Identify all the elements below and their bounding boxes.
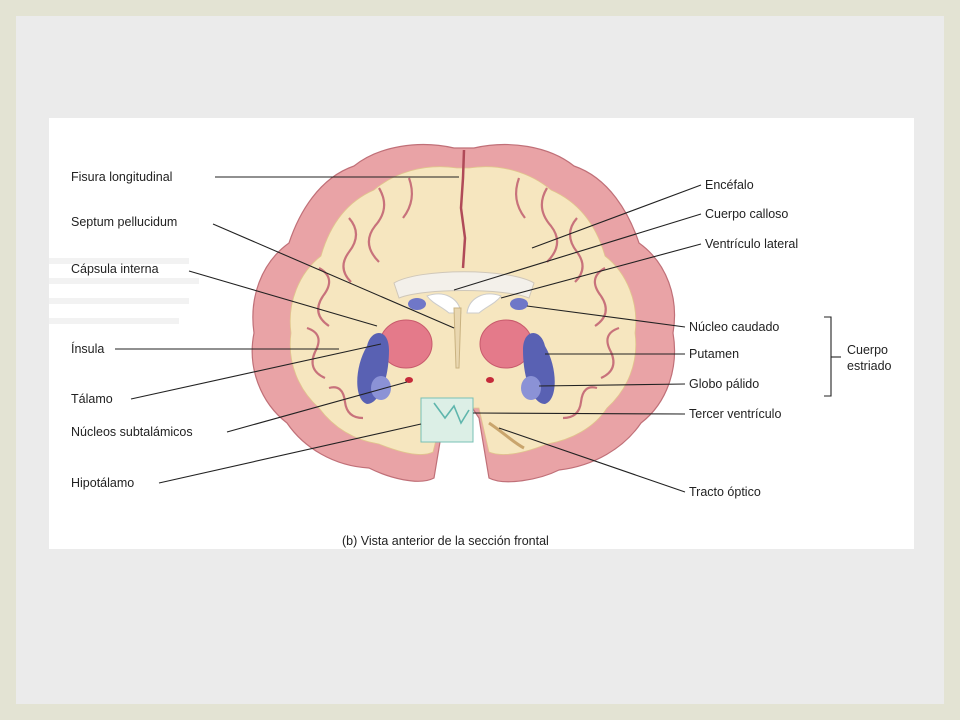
septum-pellucidum (453, 307, 462, 369)
figure-caption: (b) Vista anterior de la sección frontal (342, 534, 549, 548)
label-cuerpo-estriado-line2: estriado (847, 359, 892, 373)
label-putamen: Putamen (689, 347, 739, 361)
label-talamo: Tálamo (71, 392, 113, 406)
hypothalamus-structure (433, 402, 470, 425)
leader-lines (115, 176, 841, 493)
lateral-ventricle-right (466, 293, 502, 314)
subthalamic-nucleus-left (405, 377, 413, 383)
globus-pallidus-right (521, 376, 541, 400)
label-nucleos-subtalamicos: Núcleos subtalámicos (71, 425, 193, 439)
label-tercer-ventriculo: Tercer ventrículo (689, 407, 781, 421)
third-ventricle (420, 397, 474, 443)
corpus-callosum (393, 271, 535, 299)
label-capsula-interna: Cápsula interna (71, 262, 159, 276)
longitudinal-fissure (459, 149, 467, 269)
brain-figure-panel: Fisura longitudinal Septum pellucidum Cá… (49, 118, 914, 549)
background-ghost-text (49, 258, 199, 324)
label-globo-palido: Globo pálido (689, 377, 759, 391)
label-cuerpo-estriado-line1: Cuerpo (847, 343, 888, 357)
label-encefalo: Encéfalo (705, 178, 754, 192)
gyri-folds (306, 177, 620, 420)
optic-tract (488, 421, 525, 450)
label-cuerpo-calloso: Cuerpo calloso (705, 207, 788, 221)
label-fisura-longitudinal: Fisura longitudinal (71, 170, 172, 184)
label-tracto-optico: Tracto óptico (689, 485, 761, 499)
label-ventriculo-lateral: Ventrículo lateral (705, 237, 798, 251)
label-septum-pellucidum: Septum pellucidum (71, 215, 177, 229)
caudate-nucleus-right (510, 298, 528, 310)
label-nucleo-caudado: Núcleo caudado (689, 320, 779, 334)
subthalamic-nucleus-right (486, 377, 494, 383)
label-insula: Ínsula (71, 341, 104, 356)
brain-coronal-section-illustration: Fisura longitudinal Septum pellucidum Cá… (49, 143, 892, 548)
label-hipotalamo: Hipotálamo (71, 476, 134, 490)
globus-pallidus-left (371, 376, 391, 400)
brain-section (251, 143, 676, 483)
caudate-nucleus-left (408, 298, 426, 310)
